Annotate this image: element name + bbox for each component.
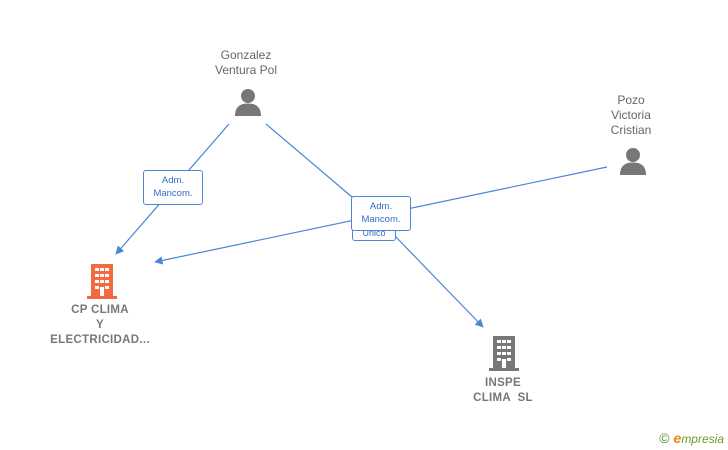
edge-label-gonzalez-cp[interactable]: Adm. Mancom. [143,170,203,205]
building-icon[interactable] [488,335,520,371]
node-label-line: Victoria [611,108,651,122]
node-label-line: CLIMA SL [473,392,533,404]
person-icon[interactable] [233,87,263,117]
brand-name: mpresia [681,432,724,446]
edge-label-line: Mancom. [153,188,193,199]
node-label-pozo[interactable]: Pozo Victoria Cristian [611,93,652,138]
node-label-gonzalez[interactable]: Gonzalez Ventura Pol [215,48,277,78]
edge-label-line: Adm. [161,175,185,186]
node-label-cp-clima[interactable]: CP CLIMA Y ELECTRICIDAD... [50,303,150,348]
node-label-line: CP CLIMA [71,304,129,316]
edge-label-line: Mancom. [361,214,401,225]
edge-label-gonzalez-inspe[interactable]: Adm. Mancom. [351,196,411,231]
edge-gonzalez-to-inspe-lower [394,235,484,328]
building-icon[interactable] [86,263,118,299]
node-label-line: ELECTRICIDAD... [50,334,150,346]
node-label-inspe[interactable]: INSPE CLIMA SL [473,376,533,406]
node-label-line: INSPE [484,377,521,389]
person-icon[interactable] [618,146,648,176]
edge-label-line: Adm. [369,201,393,212]
node-label-line: Cristian [610,123,652,137]
copyright-icon: © [659,430,670,446]
node-label-line: Gonzalez [220,48,272,62]
node-label-line: Ventura Pol [214,63,278,77]
node-label-line: Y [96,319,104,331]
brand-watermark: ©empresia [659,430,724,446]
brand-logo-initial: e [673,430,682,446]
node-label-line: Pozo [617,93,645,107]
edge-label-line: Unico [362,228,386,238]
